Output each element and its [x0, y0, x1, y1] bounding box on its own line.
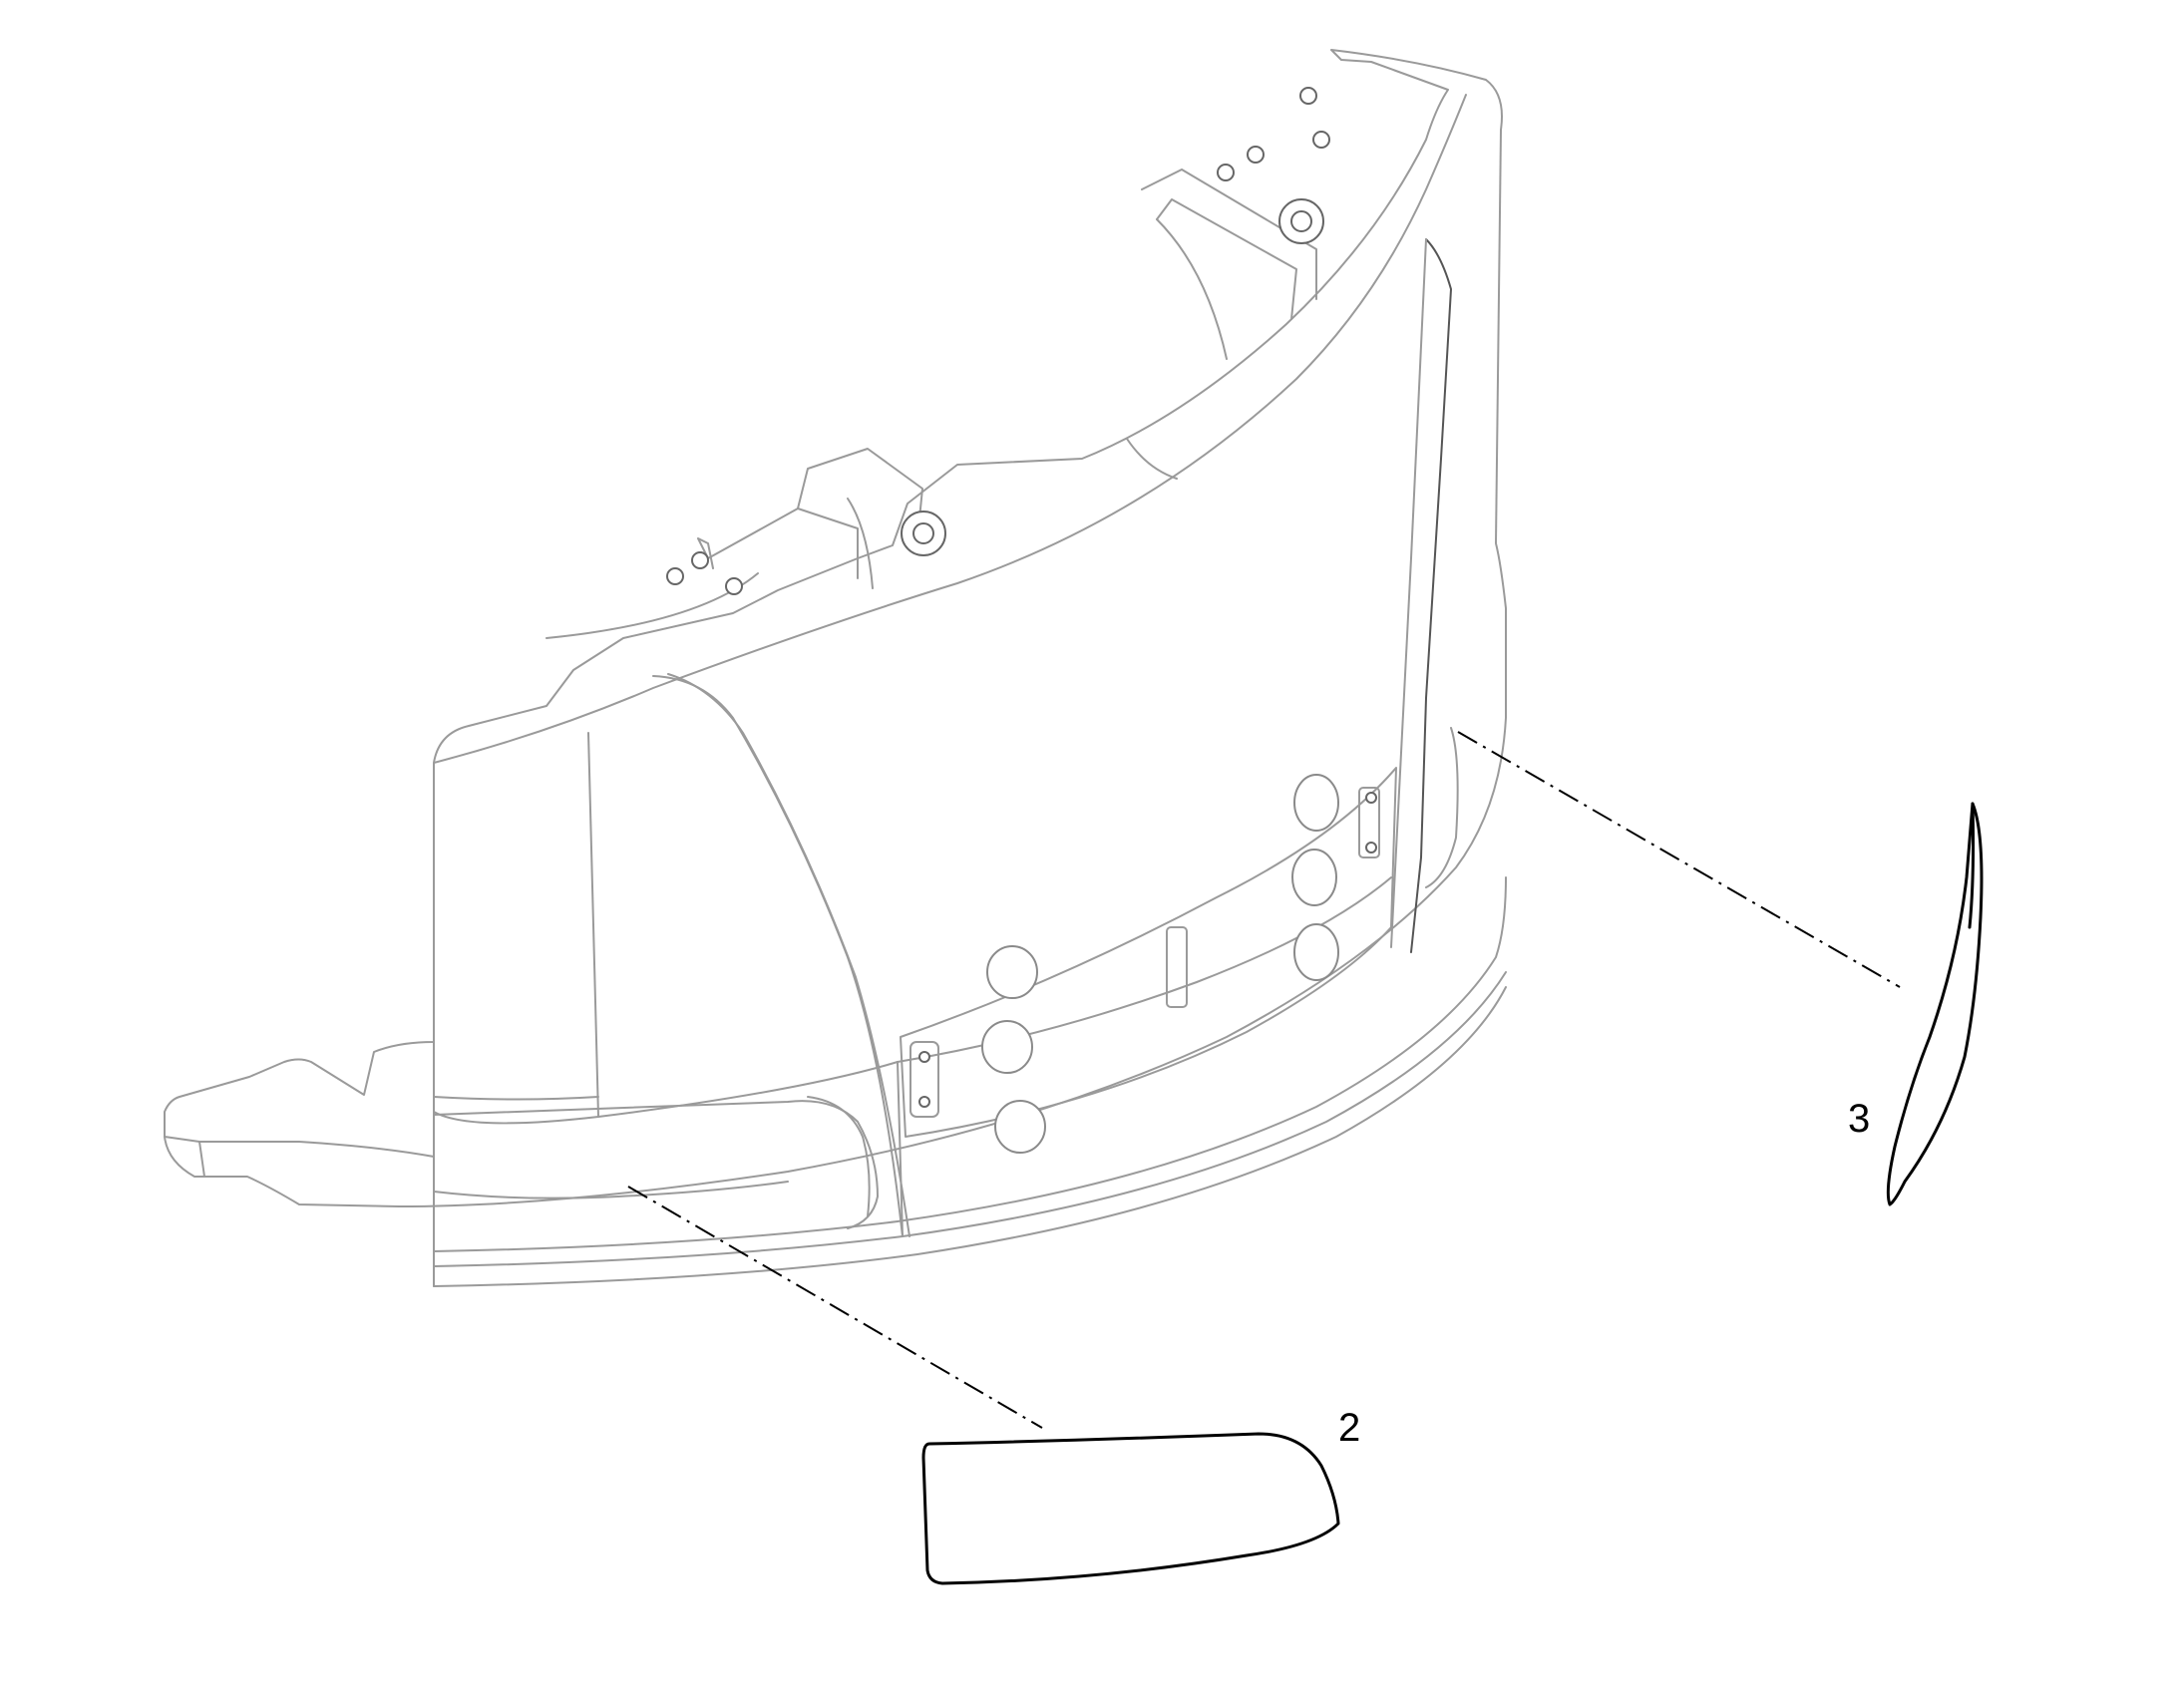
bumper-assembly: [164, 49, 1507, 1287]
part-2-lamp-lens: [921, 1432, 1340, 1585]
part-2-label: 2: [1338, 1406, 1360, 1450]
leader-line-part-3: [1457, 731, 1901, 988]
part-3-inner-edge: [1968, 802, 1976, 929]
part-3-light-strip: [1886, 802, 1984, 1206]
part-3-label: 3: [1848, 1097, 1870, 1141]
leader-line-part-2: [627, 1186, 1043, 1429]
